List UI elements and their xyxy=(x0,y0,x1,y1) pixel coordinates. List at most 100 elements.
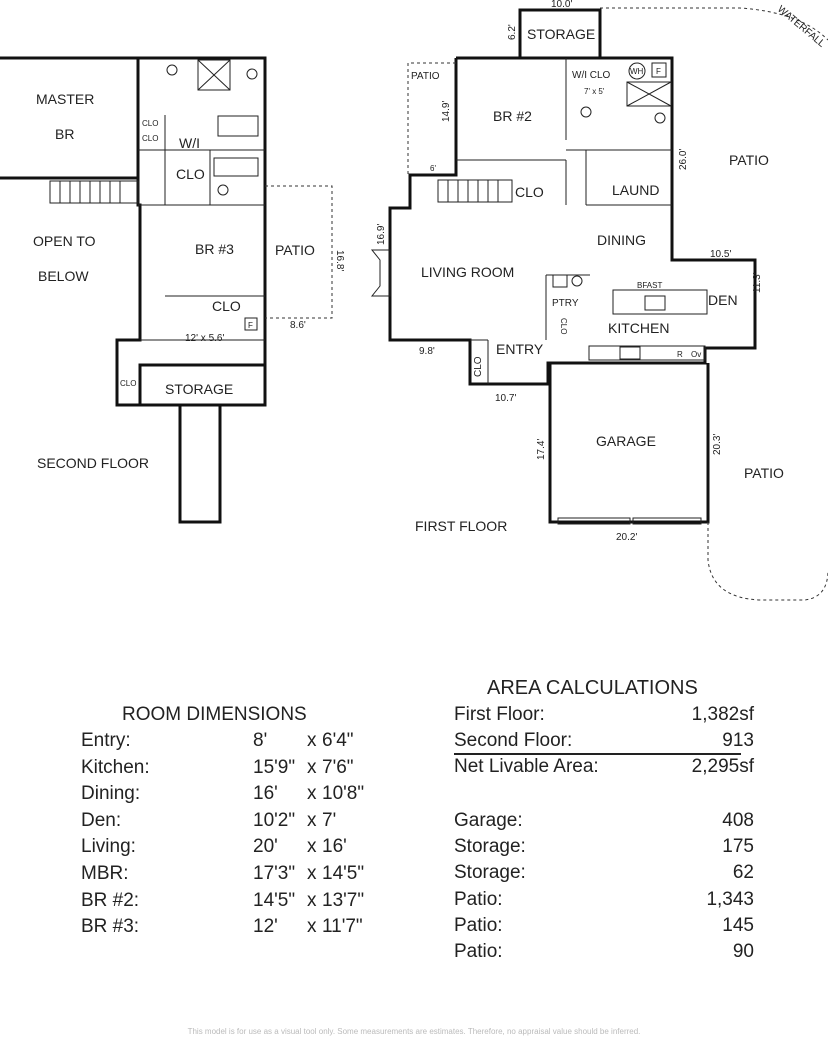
area-name: Patio: xyxy=(454,941,503,962)
open-below-label-1: OPEN TO xyxy=(33,233,96,249)
dimension-a: 10'2" xyxy=(253,809,296,831)
ptry-label: PTRY xyxy=(552,298,579,309)
br2-label: BR #2 xyxy=(493,108,532,124)
garage-height-dim-2: 20.3' xyxy=(712,434,723,455)
dimension-x: x xyxy=(307,836,317,858)
patio-bottom-label: PATIO xyxy=(744,465,784,481)
dimension-x: x xyxy=(307,889,317,911)
stair-corridor-wall xyxy=(178,405,222,524)
dimension-b: 14'5" xyxy=(322,863,365,884)
dimension-x: x xyxy=(307,916,317,938)
dimension-x: x xyxy=(307,730,317,751)
dimension-x: x xyxy=(307,783,317,805)
living-height-dim: 16.9' xyxy=(376,224,387,245)
master-br-label-1: MASTER xyxy=(36,91,94,107)
first-floor-caption: FIRST FLOOR xyxy=(415,518,507,534)
patio-width-dim-first: 6' xyxy=(430,164,436,173)
room-name: Entry: xyxy=(81,730,131,751)
clo-entry-label: CLO xyxy=(473,356,484,377)
oven-icon: Ov xyxy=(691,350,701,359)
living-room-label: LIVING ROOM xyxy=(421,264,514,280)
room-name: Den: xyxy=(81,809,122,831)
clo-small-label-2: CLO xyxy=(142,134,158,143)
living-width-dim: 9.8' xyxy=(419,346,435,357)
area-row: Storage: 62 xyxy=(454,862,754,886)
furnace-icon: F xyxy=(248,321,253,330)
room-name: Living: xyxy=(81,836,136,858)
clo-vertical-label: CLO xyxy=(559,318,568,334)
wi-clo-label-1: W/I xyxy=(179,135,200,151)
area-row: First Floor:1,382sf xyxy=(454,704,754,728)
dimension-b: 16' xyxy=(322,836,347,858)
area-value: 145 xyxy=(722,915,754,936)
dimension-a: 20' xyxy=(253,836,278,858)
room-name: BR #3: xyxy=(81,916,140,938)
area-value: 913 xyxy=(722,730,754,751)
dimension-b: 7' xyxy=(322,809,337,831)
open-below-label-2: BELOW xyxy=(38,268,89,284)
storage-label: STORAGE xyxy=(165,381,233,397)
area-value: 62 xyxy=(732,862,754,883)
br2-height-dim: 14.9' xyxy=(441,101,452,122)
dimension-x: x xyxy=(307,756,317,778)
first-patio-outline-top xyxy=(600,7,828,41)
first-storage-wall xyxy=(518,8,602,58)
first-patio-outline-bottom xyxy=(707,522,828,601)
br3-label: BR #3 xyxy=(195,241,234,257)
clo-small-label-1: CLO xyxy=(142,119,158,128)
area-row: Second Floor: 913 xyxy=(454,730,754,755)
area-name: Storage: xyxy=(454,862,526,883)
first-storage-label: STORAGE xyxy=(527,26,595,42)
area-calculations-title: AREA CALCULATIONS xyxy=(487,677,698,699)
room-name: MBR: xyxy=(81,863,129,884)
patio-label: PATIO xyxy=(275,242,315,258)
subtotal-divider xyxy=(454,753,741,755)
dimension-a: 12' xyxy=(253,916,278,938)
room-name: Kitchen: xyxy=(81,756,150,778)
first-floor-outer-wall xyxy=(388,56,757,386)
dimension-a: 17'3" xyxy=(253,863,296,884)
dimension-a: 14'5" xyxy=(253,889,296,911)
den-height-dim: 11.3' xyxy=(752,272,763,293)
wi-clo-first-label: W/I CLO xyxy=(572,70,611,81)
floor-plan: MASTER BR CLO CLO W/I CLO OPEN TO BELOW … xyxy=(0,0,828,601)
room-name: BR #2: xyxy=(81,889,140,911)
dimension-b: 7'6" xyxy=(322,756,354,778)
waterfall-label: WATERFALL xyxy=(775,4,827,50)
garage-height-dim: 17.4' xyxy=(536,439,547,460)
dimension-b: 11'7" xyxy=(322,916,363,938)
master-br-label-2: BR xyxy=(55,126,74,142)
area-row: Garage:408 xyxy=(454,810,754,834)
disclaimer: This model is for use as a visual tool o… xyxy=(187,1027,641,1036)
area-row: Patio:1,343 xyxy=(454,889,754,913)
dimension-x: x xyxy=(307,809,317,831)
area-name: Storage: xyxy=(454,836,526,857)
den-width-dim: 10.5' xyxy=(710,249,731,260)
area-row: Patio:90 xyxy=(454,941,754,965)
kitchen-label: KITCHEN xyxy=(608,320,669,336)
area-name: First Floor: xyxy=(454,704,545,725)
room-dimensions-title: ROOM DIMENSIONS xyxy=(122,704,307,725)
area-row: Patio:145 xyxy=(454,915,754,939)
patio-height-dim: 16.8' xyxy=(334,250,345,271)
garage-width-dim: 20.2' xyxy=(616,532,637,543)
first-clo-label: CLO xyxy=(515,184,544,200)
clo-label: CLO xyxy=(212,298,241,314)
dimension-b: 6'4" xyxy=(322,730,354,751)
area-name: Second Floor: xyxy=(454,730,573,751)
area-name: Net Livable Area: xyxy=(454,756,599,777)
dims-label: 12' x 5.6' xyxy=(185,333,224,344)
garage-label: GARAGE xyxy=(596,433,656,449)
storage-wall xyxy=(138,365,267,407)
dimension-a: 8' xyxy=(253,730,268,751)
patio-right-label: PATIO xyxy=(729,152,769,168)
patio-left-label: PATIO xyxy=(411,71,440,82)
dimension-a: 15'9" xyxy=(253,756,296,778)
